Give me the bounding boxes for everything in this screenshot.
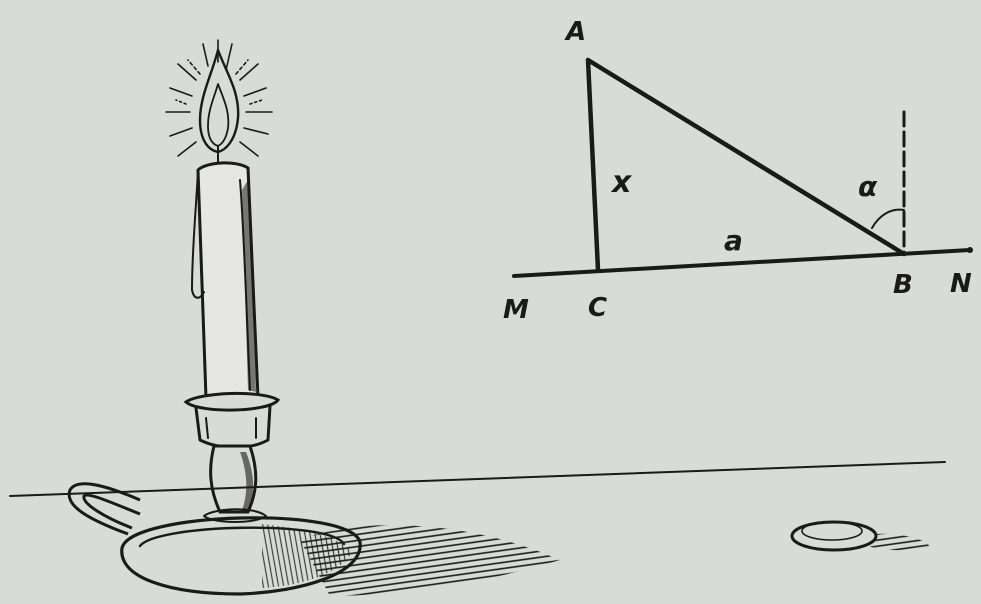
candle-shadow-side xyxy=(242,180,256,392)
side-ac xyxy=(585,57,601,273)
candle-drawing xyxy=(67,39,560,596)
coin-drawing xyxy=(790,520,930,552)
label-b-vertex: B xyxy=(893,270,913,300)
label-a-vertex: A xyxy=(564,17,586,47)
label-side-a: a xyxy=(724,224,743,257)
label-side-x: x xyxy=(610,165,633,200)
flame-inner xyxy=(207,83,230,147)
flame-icon xyxy=(198,48,240,154)
holder-cup-lines xyxy=(205,417,257,439)
holder-cup xyxy=(183,392,281,412)
point-n-dot xyxy=(967,247,973,253)
holder-handle xyxy=(67,482,141,536)
label-n-point: N xyxy=(950,269,972,299)
table-shadow xyxy=(300,525,560,596)
table-edge-line xyxy=(9,461,946,497)
label-angle-alpha: α xyxy=(858,170,878,203)
stem-foot xyxy=(203,508,267,523)
line-mn xyxy=(512,248,972,278)
hypotenuse-ab xyxy=(585,57,907,257)
label-c-vertex: C xyxy=(588,293,607,323)
flame-glow-rays xyxy=(165,39,273,157)
triangle-diagram xyxy=(512,57,973,278)
angle-alpha-arc xyxy=(871,208,905,229)
wax-drip xyxy=(191,169,205,299)
label-m-point: M xyxy=(503,295,529,325)
